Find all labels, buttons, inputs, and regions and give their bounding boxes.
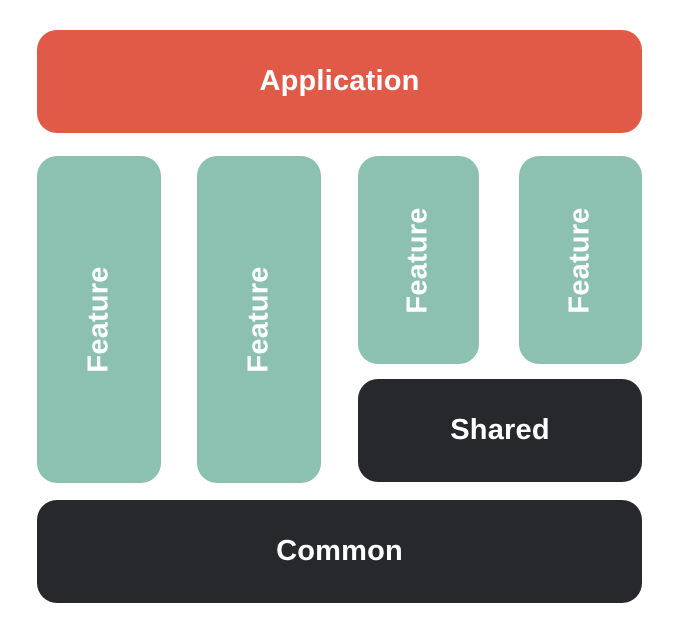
feature-block: Feature xyxy=(197,156,321,483)
shared-block: Shared xyxy=(358,379,642,482)
application-label: Application xyxy=(259,65,420,97)
feature-block: Feature xyxy=(37,156,161,483)
common-label: Common xyxy=(276,535,403,567)
common-block: Common xyxy=(37,500,642,603)
feature-label: Feature xyxy=(563,206,596,314)
shared-label: Shared xyxy=(450,414,550,446)
feature-label: Feature xyxy=(401,206,434,314)
feature-label: Feature xyxy=(82,266,115,373)
feature-block: Feature xyxy=(519,156,642,364)
application-block: Application xyxy=(37,30,642,133)
feature-block: Feature xyxy=(358,156,479,364)
feature-label: Feature xyxy=(242,266,275,373)
